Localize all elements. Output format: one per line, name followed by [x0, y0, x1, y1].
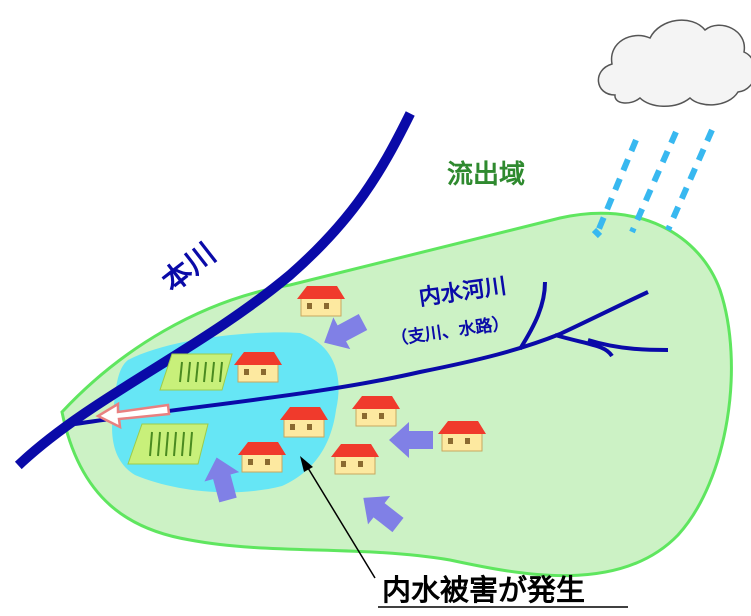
water-flow-arrow-icon — [389, 422, 433, 458]
rain-cloud-icon — [597, 19, 751, 107]
house-icon — [297, 286, 345, 317]
rain-drops-icon — [591, 128, 715, 239]
water-flow-arrow-icon — [324, 314, 368, 350]
main-river — [14, 111, 415, 470]
flood-damage-caption: 内水被害が発生 — [382, 573, 585, 607]
main-river-label: 本川 — [155, 236, 222, 299]
water-flow-arrow-icon — [204, 457, 240, 503]
house-icon — [352, 396, 400, 427]
rice-field-icon — [127, 423, 209, 465]
inland-river — [74, 281, 669, 426]
outflow-arrow-icon — [95, 401, 171, 430]
house-icon — [331, 444, 379, 475]
watershed-label: 流出域 — [447, 160, 525, 190]
water-flow-arrow-icon — [363, 496, 404, 533]
house-icon — [438, 421, 486, 452]
caption-pointer — [300, 456, 628, 608]
house-icon — [238, 442, 286, 473]
house-icon — [234, 352, 282, 383]
rice-field-icon — [159, 353, 233, 391]
house-icon — [280, 407, 328, 438]
